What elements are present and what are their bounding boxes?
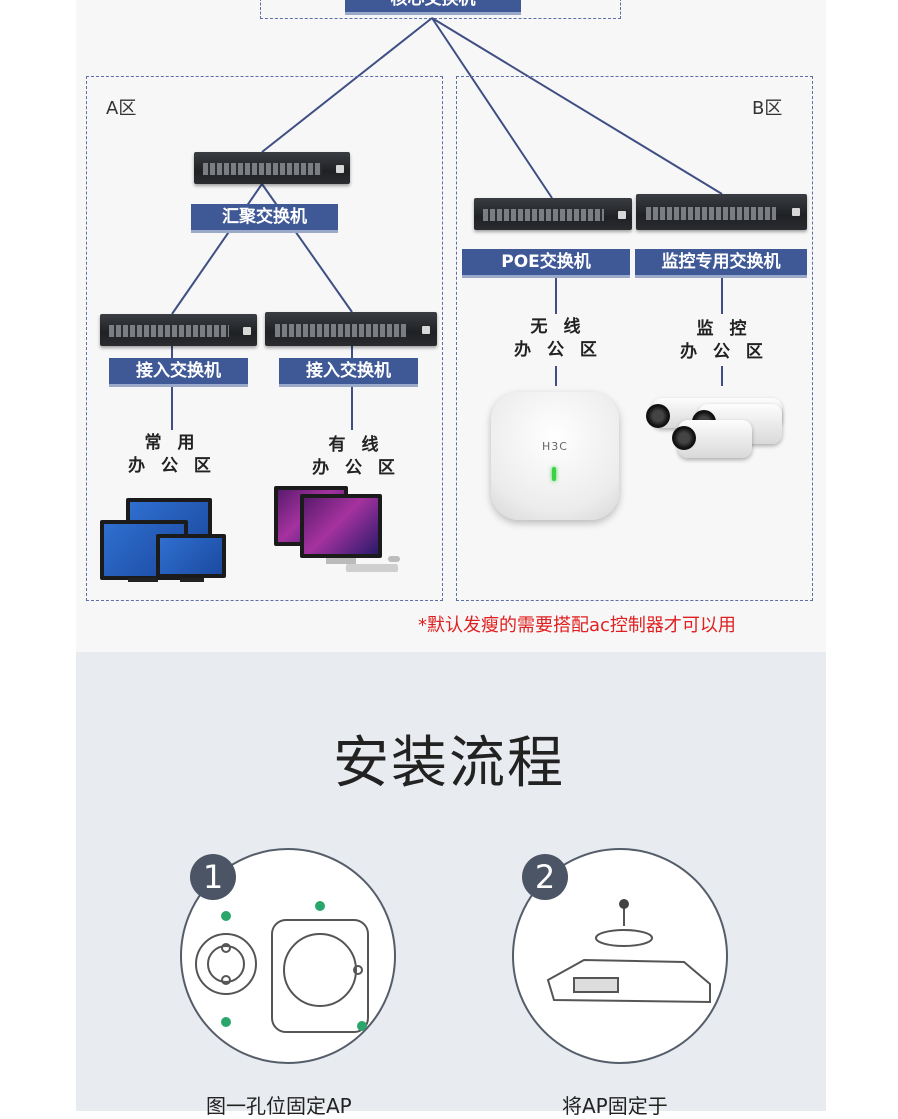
normal-office-line2: 办 公 区 [128,456,216,476]
ap-status-light [552,467,556,481]
poe-switch-tag: POE交换机 [462,249,630,278]
monitor-switch-tag: 监控专用交换机 [635,249,807,278]
wireless-office-line2: 办 公 区 [514,340,602,360]
zone-a-label: A区 [106,98,137,119]
core-zone [260,0,621,19]
step-2-number: 2 [522,854,568,900]
monitor-stand [180,578,204,582]
keyboard-image [346,564,398,572]
access-switch-2 [265,312,437,346]
core-switch-tag: 核心交换机 [345,0,521,15]
computer-image [300,494,382,558]
monitoring-label: 监 控 办 公 区 [674,318,774,364]
monitor-image [156,534,226,578]
wired-office-label: 有 线 办 公 区 [306,434,406,480]
zone-a [86,76,443,601]
wireless-ap-image: H3C [491,392,619,520]
monitor-switch [636,194,807,230]
controller-note: *默认发瘦的需要搭配ac控制器才可以用 [418,615,736,636]
wireless-office-label: 无 线 办 公 区 [508,316,608,362]
ap-mounting-drawing [546,899,711,1004]
step-1-number: 1 [190,854,236,900]
normal-office-line1: 常 用 [144,433,200,453]
monitor-stand [128,578,158,582]
camera-image [672,420,752,458]
aggregation-switch [194,152,350,184]
wired-office-line2: 办 公 区 [312,458,400,478]
wireless-office-line1: 无 线 [530,317,586,337]
step-2-caption: 将AP固定于 [562,1094,668,1118]
access-switch-1-tag: 接入交换机 [109,358,248,387]
step-1-caption: 图一孔位固定AP [206,1094,352,1118]
monitoring-line1: 监 控 [696,319,752,339]
zone-b-label: B区 [752,98,783,119]
wired-office-line1: 有 线 [328,435,384,455]
poe-switch [474,198,632,230]
ap-brand-logo: H3C [542,440,568,453]
aggregation-switch-tag: 汇聚交换机 [191,204,338,233]
normal-office-label: 常 用 办 公 区 [122,432,222,478]
mounting-holes-drawing [195,901,369,1033]
computer-stand [326,558,356,564]
section-title: 安装流程 [333,731,565,796]
access-switch-1 [100,314,257,346]
mouse-image [388,556,400,562]
access-switch-2-tag: 接入交换机 [279,358,418,387]
zone-b [456,76,813,601]
monitoring-line2: 办 公 区 [680,342,768,362]
